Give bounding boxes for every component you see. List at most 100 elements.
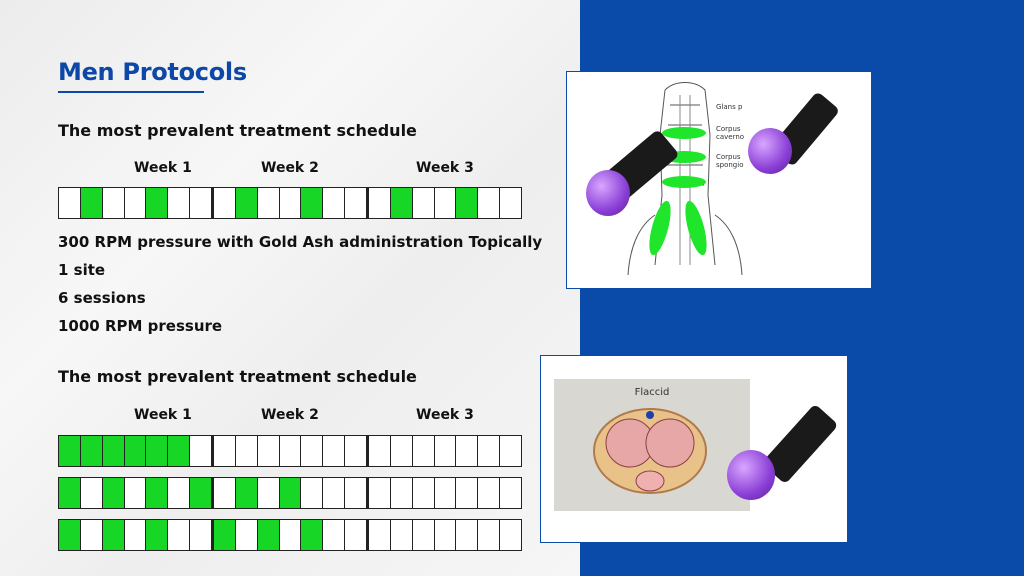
section2-schedule-grid-2 [58, 477, 523, 509]
rest-day-cell [345, 187, 370, 219]
flaccid-label: Flaccid [634, 387, 670, 398]
cross-section-photo: Flaccid [554, 379, 750, 511]
session-day-cell [390, 187, 413, 219]
rest-day-cell [500, 187, 523, 219]
rest-day-cell [214, 435, 236, 467]
section2-heading: The most prevalent treatment schedule [58, 367, 417, 386]
session-day-cell [80, 187, 103, 219]
rest-day-cell [124, 519, 147, 551]
rest-day-cell [500, 435, 523, 467]
rest-day-cell [323, 477, 346, 509]
label-corpus-1: Corpus [716, 125, 741, 133]
session-day-cell [235, 477, 258, 509]
note-pressure-1000: 1000 RPM pressure [58, 317, 223, 335]
rest-day-cell [214, 187, 236, 219]
rest-day-cell [257, 477, 280, 509]
session-day-cell [146, 187, 169, 219]
rest-day-cell [168, 477, 191, 509]
rest-day-cell [456, 435, 479, 467]
section2-schedule-grid-1 [58, 435, 523, 467]
rest-day-cell [124, 477, 147, 509]
label-cavernosum: caverno [716, 133, 744, 141]
label-corpus-2: Corpus [716, 153, 741, 161]
session-day-cell [146, 477, 169, 509]
rest-day-cell [390, 435, 413, 467]
rest-day-cell [390, 519, 413, 551]
rest-day-cell [478, 519, 501, 551]
label-spongiosum: spongio [716, 161, 743, 169]
rest-day-cell [500, 477, 523, 509]
section2-week-2: Week 2 [261, 407, 319, 423]
target-zone-1 [662, 127, 706, 139]
rest-day-cell [500, 519, 523, 551]
section2-week-3: Week 3 [416, 407, 474, 423]
probe-tip-right [748, 128, 792, 174]
note-sessions: 6 sessions [58, 289, 146, 307]
title-underline [58, 91, 204, 93]
session-day-cell [301, 187, 324, 219]
rest-day-cell [323, 519, 346, 551]
rest-day-cell [412, 519, 435, 551]
label-glans: Glans p [716, 103, 743, 111]
session-day-cell [102, 435, 125, 467]
section1-week-3: Week 3 [416, 160, 474, 176]
session-day-cell [168, 435, 191, 467]
probe-tip-bottom [727, 450, 775, 500]
section2-schedule-grid-3 [58, 519, 523, 551]
session-day-cell [146, 519, 169, 551]
rest-day-cell [257, 435, 280, 467]
target-zone-3 [662, 176, 706, 188]
rest-day-cell [478, 435, 501, 467]
rest-day-cell [190, 519, 215, 551]
section1-schedule-grid [58, 187, 523, 219]
rest-day-cell [80, 477, 103, 509]
rest-day-cell [235, 435, 258, 467]
session-day-cell [58, 519, 81, 551]
rest-day-cell [345, 435, 370, 467]
rest-day-cell [124, 187, 147, 219]
rest-day-cell [58, 187, 81, 219]
rest-day-cell [390, 477, 413, 509]
rest-day-cell [323, 187, 346, 219]
rest-day-cell [168, 519, 191, 551]
note-pressure-300: 300 RPM pressure with Gold Ash administr… [58, 233, 543, 251]
session-day-cell [214, 519, 236, 551]
rest-day-cell [168, 187, 191, 219]
session-day-cell [257, 519, 280, 551]
session-day-cell [102, 519, 125, 551]
rest-day-cell [434, 187, 457, 219]
section2-week-1: Week 1 [134, 407, 192, 423]
probe-tip-left [586, 170, 630, 216]
rest-day-cell [369, 477, 391, 509]
rest-day-cell [412, 435, 435, 467]
session-day-cell [124, 435, 147, 467]
rest-day-cell [214, 477, 236, 509]
session-day-cell [190, 477, 215, 509]
rest-day-cell [190, 187, 215, 219]
rest-day-cell [279, 519, 302, 551]
rest-day-cell [345, 519, 370, 551]
session-day-cell [102, 477, 125, 509]
rest-day-cell [235, 519, 258, 551]
session-day-cell [58, 477, 81, 509]
session-day-cell [279, 477, 302, 509]
rest-day-cell [412, 187, 435, 219]
section1-week-1: Week 1 [134, 160, 192, 176]
rest-day-cell [190, 435, 215, 467]
rest-day-cell [456, 477, 479, 509]
rest-day-cell [257, 187, 280, 219]
note-sites: 1 site [58, 261, 106, 279]
rest-day-cell [369, 187, 391, 219]
rest-day-cell [369, 435, 391, 467]
session-day-cell [456, 187, 479, 219]
rest-day-cell [478, 187, 501, 219]
session-day-cell [146, 435, 169, 467]
rest-day-cell [478, 477, 501, 509]
rest-day-cell [434, 519, 457, 551]
page-title: Men Protocols [58, 58, 247, 86]
session-day-cell [80, 435, 103, 467]
rest-day-cell [80, 519, 103, 551]
section1-week-2: Week 2 [261, 160, 319, 176]
rest-day-cell [369, 519, 391, 551]
rest-day-cell [434, 477, 457, 509]
